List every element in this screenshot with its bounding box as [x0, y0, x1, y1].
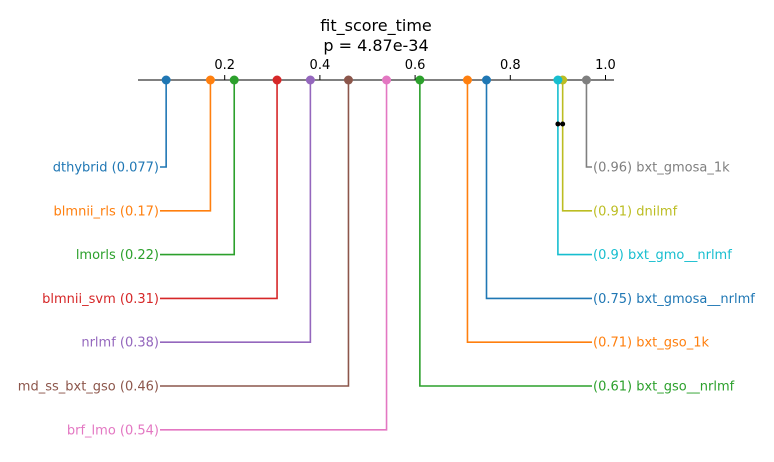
method-connector	[561, 80, 592, 212]
rank-marker	[305, 75, 315, 85]
clique-endpoint	[555, 121, 561, 127]
method-connector	[466, 80, 592, 344]
tick-label: 0.8	[500, 58, 521, 73]
method-label: md_ss_bxt_gso (0.46)	[18, 380, 159, 395]
tick-label: 1.0	[595, 58, 616, 73]
method-connector	[160, 80, 236, 256]
rank-marker	[462, 75, 472, 85]
method-connector	[160, 80, 278, 300]
method-connector	[585, 80, 592, 168]
method-label: (0.61) bxt_gso__nrlmf	[593, 380, 735, 395]
method-connector	[419, 80, 592, 387]
rank-marker	[415, 75, 425, 85]
right-methods: (0.96) bxt_gmosa_1k (0.91) dnilmf (0.9) bx…	[415, 75, 755, 395]
chart-subtitle: p = 4.87e-34	[323, 36, 428, 55]
tick-label: 0.4	[310, 58, 331, 73]
method-connector	[485, 80, 592, 300]
rank-marker	[553, 75, 563, 85]
rank-marker	[205, 75, 215, 85]
method-label: (0.71) bxt_gso_1k	[593, 336, 710, 351]
rank-marker	[343, 75, 353, 85]
left-methods: dthybrid (0.077) blmnii_rls (0.17) lmorls …	[18, 75, 392, 438]
method-label: dthybrid (0.077)	[53, 161, 159, 176]
method-label: (0.91) dnilmf	[593, 204, 678, 219]
rank-marker	[229, 75, 239, 85]
method-connector	[160, 80, 312, 344]
chart-title: fit_score_time	[320, 16, 432, 36]
tick-label: 0.2	[214, 58, 235, 73]
clique-endpoint	[560, 121, 566, 127]
method-label: brf_lmo (0.54)	[67, 423, 159, 438]
axis-ticks: 0.2 0.4 0.6 0.8 1.0	[214, 58, 616, 80]
rank-marker	[161, 75, 171, 85]
method-label: blmnii_rls (0.17)	[54, 204, 159, 219]
method-connector	[160, 80, 167, 168]
rank-marker	[272, 75, 282, 85]
method-label: blmnii_svm (0.31)	[42, 292, 159, 307]
rank-marker	[382, 75, 392, 85]
method-label: nrlmf (0.38)	[81, 336, 159, 351]
method-label: (0.96) bxt_gmosa_1k	[593, 161, 730, 176]
tick-label: 0.6	[405, 58, 426, 73]
method-connector	[557, 80, 592, 256]
method-label: lmorls (0.22)	[76, 248, 159, 263]
cliques	[555, 121, 566, 127]
method-label: (0.9) bxt_gmo__nrlmf	[593, 248, 732, 263]
method-label: (0.75) bxt_gmosa__nrlmf	[593, 292, 755, 307]
method-connector	[160, 80, 212, 212]
method-connector	[160, 80, 388, 431]
method-connector	[160, 80, 350, 387]
rank-marker	[482, 75, 491, 85]
rank-marker	[581, 75, 591, 85]
